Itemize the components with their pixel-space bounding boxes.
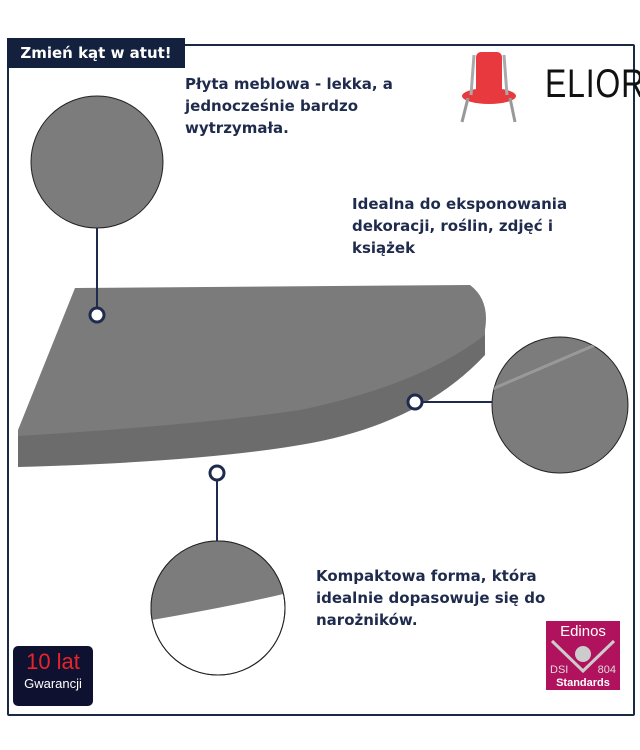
warranty-label: Gwarancji <box>24 676 82 691</box>
chair-icon <box>460 52 517 123</box>
certificate-badge: Edinos DSI 804 Standards <box>546 621 620 690</box>
certificate-logo-icon <box>550 639 616 673</box>
certificate-title: Edinos <box>560 623 606 640</box>
detail-circle-corner <box>150 464 286 676</box>
certificate-right: 804 <box>597 664 616 676</box>
content-frame <box>7 44 635 716</box>
corner-shelf <box>18 285 486 467</box>
warranty-badge: 10 lat Gwarancji <box>13 646 93 706</box>
brand-logo: ELIOR <box>545 62 640 106</box>
certificate-bottom: Standards <box>556 677 610 689</box>
page-title: Zmień kąt w atut! <box>7 38 185 68</box>
detail-circle-surface <box>30 95 164 324</box>
warranty-years: 10 lat <box>26 649 80 674</box>
detail-circle-edge <box>406 336 629 474</box>
certificate-left: DSI <box>550 664 569 676</box>
